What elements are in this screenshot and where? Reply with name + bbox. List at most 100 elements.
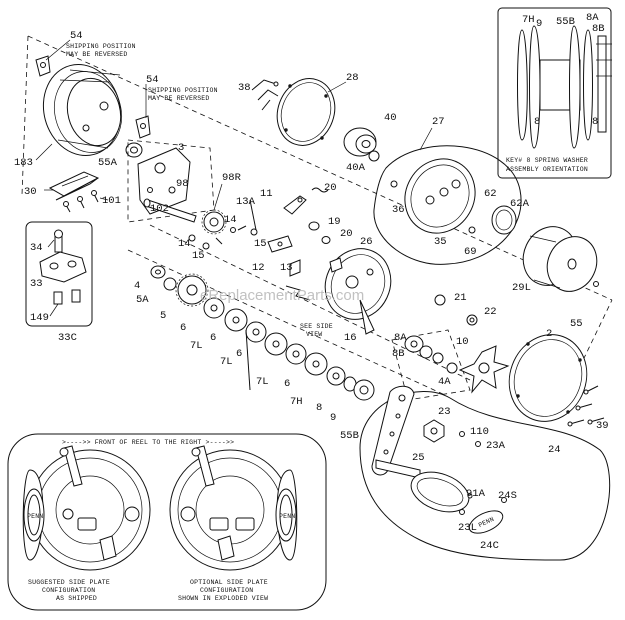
box-24	[359, 390, 611, 561]
part-20b	[321, 236, 331, 244]
watermark: eReplacementParts.com	[200, 287, 364, 304]
part-label: 26	[360, 236, 373, 248]
head-plate-3	[137, 147, 191, 215]
part-label: 8B	[592, 23, 605, 35]
part-label: 149	[30, 312, 49, 324]
part-label: 91A	[466, 488, 486, 500]
note-see-side-b: VIEW	[306, 331, 322, 338]
screws-39	[567, 385, 605, 427]
part-label: 8	[534, 116, 540, 128]
gasket-28	[276, 78, 336, 146]
part-label: 19	[328, 216, 341, 228]
part-label: 27	[432, 116, 445, 128]
note-shipping-1a: SHIPPING POSITION	[66, 43, 136, 50]
clip-55	[593, 281, 599, 287]
part-label: 14	[178, 238, 191, 250]
part-label: 102	[150, 203, 169, 215]
spring-20	[311, 187, 329, 193]
star-drag-10	[458, 345, 510, 394]
nuts-149	[53, 289, 81, 305]
part-label: 20	[340, 228, 353, 240]
note-shipping-1b: MAY BE REVERSED	[66, 51, 128, 58]
note-see-side-a: SEE SIDE	[300, 323, 333, 330]
part-label: 10	[456, 336, 469, 348]
clip-54-b	[135, 115, 151, 139]
part-label: 39	[596, 420, 609, 432]
part-label: 54	[70, 30, 83, 42]
part-label: 9	[536, 18, 542, 30]
shaft-102	[143, 198, 197, 223]
note-key8-b: ASSEMBLY ORIENTATION	[506, 166, 588, 173]
drag-washers	[203, 297, 346, 386]
part-label: 13A	[236, 196, 256, 208]
bearing-55B	[353, 379, 375, 401]
side-plate-27	[373, 145, 522, 265]
part-13	[289, 259, 301, 277]
part-label: 4A	[438, 376, 451, 388]
part-label: 22	[484, 306, 497, 318]
clip-54-a	[35, 55, 51, 77]
part-label: 35	[434, 236, 447, 248]
note-suggested-b: CONFIGURATION	[42, 587, 95, 594]
small-parts-14-15	[188, 225, 247, 250]
part-labels: 54 54 183 55A 3 98 98R 102 30 101 34 33 …	[14, 12, 609, 552]
note-suggested-a: SUGGESTED SIDE PLATE	[28, 579, 110, 586]
plate-logo-b: PENN	[279, 513, 295, 520]
note-optional-b: CONFIGURATION	[200, 587, 253, 594]
part-label: 8	[592, 116, 598, 128]
part-label: 30	[24, 186, 37, 198]
part-label: 5	[160, 310, 166, 322]
handle-cap-24C: PENN	[468, 510, 504, 534]
side-frame-183	[42, 63, 122, 157]
part-label: 55B	[556, 16, 575, 28]
screws-23L-91A	[459, 493, 507, 515]
part-label: 15	[192, 250, 205, 262]
part-label: 24C	[480, 540, 499, 552]
part-label: 4	[134, 280, 140, 292]
plate-logo-a: PENN	[27, 513, 43, 520]
part-label: 69	[464, 246, 477, 258]
part-label: 7H	[522, 14, 535, 26]
part-label: 25	[412, 452, 425, 464]
spring-38	[251, 79, 279, 111]
part-label: 21	[454, 292, 467, 304]
part-label: 62	[484, 188, 497, 200]
part-label: 33	[30, 278, 43, 290]
note-key8-a: KEY# 8 SPRING WASHER	[506, 157, 588, 164]
part-label: 36	[392, 204, 405, 216]
gasket-62	[491, 205, 517, 235]
part-13A	[249, 199, 258, 236]
side-plate-2	[508, 334, 588, 422]
small-110-23A	[459, 431, 481, 447]
part-label: 40	[384, 112, 397, 124]
part-label: 7H	[290, 396, 303, 408]
part-label: 7L	[220, 356, 233, 368]
clamp-30	[48, 171, 100, 201]
spring-16	[245, 285, 311, 391]
note-shipping-2a: SHIPPING POSITION	[148, 87, 218, 94]
part-12	[267, 235, 293, 253]
part-label: 12	[252, 262, 265, 274]
part-label: 29L	[512, 282, 531, 294]
part-label: 54	[146, 74, 159, 86]
reel-view-suggested: PENN	[22, 445, 151, 571]
part-label: 15	[254, 238, 267, 250]
part-label: 55B	[340, 430, 359, 442]
part-label: 33C	[58, 332, 77, 344]
part-label: 40A	[346, 162, 366, 174]
config-box	[7, 433, 327, 611]
part-label: 98R	[222, 172, 242, 184]
gear-5	[175, 273, 209, 307]
gear-98R	[201, 209, 227, 235]
part-label: 8A	[586, 12, 599, 24]
screws-101	[63, 190, 109, 213]
gear-frame-26	[324, 248, 392, 335]
part-label: 7L	[256, 376, 269, 388]
note-optional-c: SHOWN IN EXPLODED VIEW	[178, 595, 268, 602]
part-label: 2	[546, 328, 552, 340]
part-label: 6	[180, 322, 186, 334]
part-label: 6	[284, 378, 290, 390]
part-label: 23	[438, 406, 451, 418]
part-label: 5A	[136, 294, 149, 306]
